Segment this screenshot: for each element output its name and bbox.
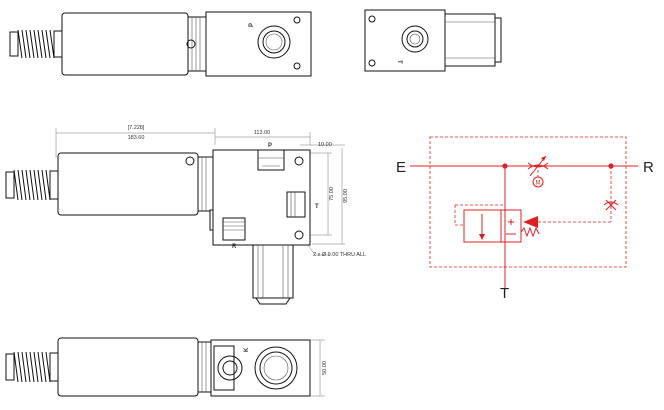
side-view-valve-block xyxy=(364,9,446,72)
top-view-screw xyxy=(186,39,196,49)
front-dim-width: 113.00 xyxy=(254,130,270,136)
top-view: P xyxy=(9,11,312,77)
side-view: T xyxy=(364,9,502,72)
bottom-view-port-label: K xyxy=(244,347,250,352)
side-view-port xyxy=(401,25,429,53)
schematic-port-r-label: R xyxy=(643,159,654,176)
top-view-valve-block xyxy=(205,11,312,77)
front-view-cable-spring xyxy=(5,169,59,201)
schematic-port-t-label: T xyxy=(500,285,509,302)
side-view-cartridge xyxy=(444,13,496,67)
front-view-port-r xyxy=(222,217,246,241)
bottom-dim-depth: 50.00 xyxy=(322,361,328,375)
bottom-view-motor-body xyxy=(57,337,199,397)
schematic-motor-label: M xyxy=(536,181,541,187)
front-view-motor-body xyxy=(57,152,199,216)
schematic-valve-right-box xyxy=(500,209,522,243)
front-port-p-label: P xyxy=(268,143,272,149)
top-view-port-label: P xyxy=(249,23,255,27)
top-view-motor-body xyxy=(61,12,189,76)
front-port-r-label: R xyxy=(232,244,237,250)
schematic-pilot-arrow xyxy=(523,216,538,228)
front-view-port-t xyxy=(286,191,306,218)
side-view-port-label: T xyxy=(396,60,402,64)
front-view-port-p xyxy=(257,149,285,171)
schematic-port-e-label: E xyxy=(396,159,406,176)
top-view-cable-spring xyxy=(9,29,63,59)
front-dim-mm: 183.60 xyxy=(128,135,145,141)
schematic-spring xyxy=(520,226,540,238)
front-view-dimensions: [7.228] 183.60 113.00 10.00 75.00 95.00 … xyxy=(55,125,366,258)
front-dim-height-inner: 75.00 xyxy=(329,187,335,201)
front-thru-holes-note: 2 x Ø 9.00 THRU ALL xyxy=(313,252,366,258)
bottom-view-cable-spring xyxy=(5,351,59,383)
schematic-enclosure xyxy=(429,136,627,268)
schematic-orifice xyxy=(603,199,619,211)
front-dim-edge: 10.00 xyxy=(318,142,332,148)
bottom-view: K 50.00 xyxy=(5,337,328,397)
hydraulic-schematic: M E R T xyxy=(396,136,654,302)
front-port-t-label: T xyxy=(315,204,319,210)
front-dim-inch: [7.228] xyxy=(128,125,145,131)
schematic-throttle-symbol xyxy=(527,162,549,170)
front-view-cartridge xyxy=(252,244,294,299)
top-view-motor-cap xyxy=(187,16,207,72)
front-dim-height-outer: 95.00 xyxy=(343,189,349,203)
top-view-port-outer xyxy=(257,25,291,59)
bottom-view-large-port xyxy=(254,346,298,390)
front-view: [7.228] 183.60 113.00 10.00 75.00 95.00 … xyxy=(5,125,366,305)
front-view-motor-cap xyxy=(197,156,214,212)
